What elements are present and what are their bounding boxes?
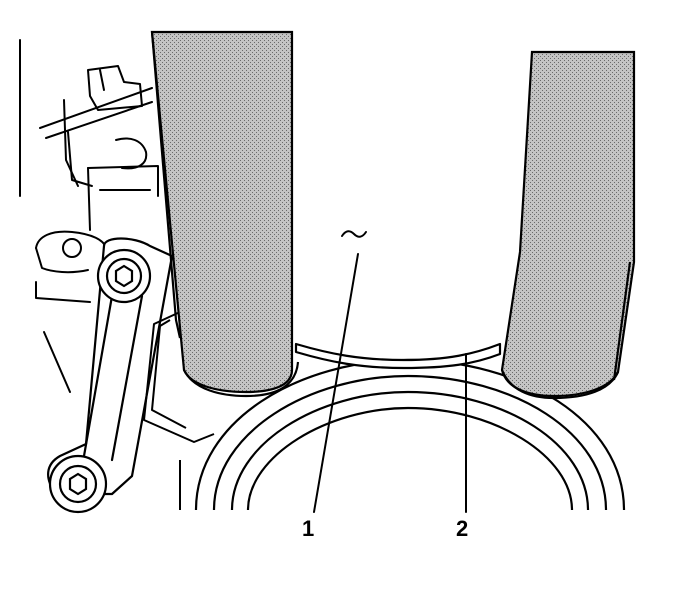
callout-2: 2 [456,516,469,541]
fixture-plate [294,342,502,370]
tilde-mark [341,230,367,238]
tool-leg-left [150,30,300,398]
tool-leg-right [500,50,636,400]
leader-line-1 [313,253,359,513]
deck-surface [143,311,215,510]
lower-bolt [48,454,108,514]
upper-bolt [96,248,152,304]
engine-block-left [19,39,159,393]
callout-1: 1 [302,516,315,541]
strap-bracket [47,237,174,496]
leader-lines [313,230,467,513]
